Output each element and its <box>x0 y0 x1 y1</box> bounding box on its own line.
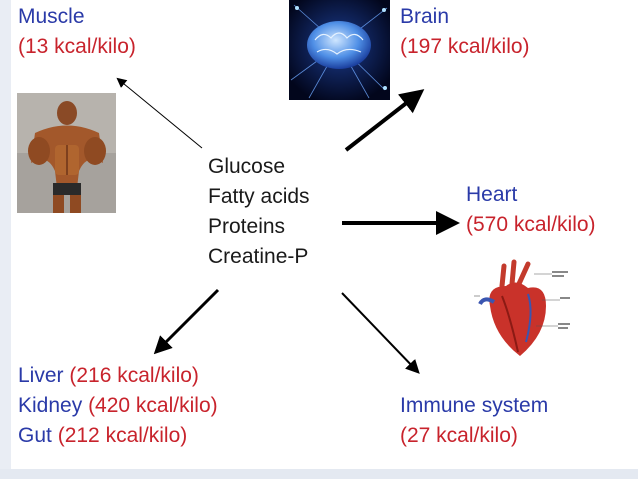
substrate-proteins: Proteins <box>208 215 286 238</box>
brain-image <box>289 0 390 100</box>
substrate-creatine-p: Creatine-P <box>208 245 309 268</box>
heart-rate: (570 kcal/kilo) <box>466 213 596 236</box>
muscle-name: Muscle <box>18 5 85 28</box>
substrate-fatty-acids: Fatty acids <box>208 185 310 208</box>
brain-rate: (197 kcal/kilo) <box>400 35 530 58</box>
arrow-to-muscle <box>116 77 203 149</box>
immune-rate: (27 kcal/kilo) <box>400 424 518 447</box>
slide-side-strip <box>0 0 11 479</box>
heart-name: Heart <box>466 183 518 206</box>
arrow-to-immune <box>341 292 420 374</box>
heart-image <box>472 256 572 368</box>
substrate-glucose: Glucose <box>208 155 286 178</box>
immune-name: Immune system <box>400 394 549 417</box>
arrow-to-brain <box>344 89 425 152</box>
kidney-name: Kidney <box>18 394 83 417</box>
liver-name: Liver <box>18 364 64 387</box>
organ-row-liver: Liver (216 kcal/kilo) <box>18 361 199 390</box>
kidney-rate: (420 kcal/kilo) <box>88 394 218 417</box>
gut-rate: (212 kcal/kilo) <box>57 424 188 447</box>
arrow-to-liver-kidney-gut <box>153 288 220 355</box>
organ-row-kidney: Kidney (420 kcal/kilo) <box>18 391 218 420</box>
muscle-image <box>17 93 116 213</box>
brain-name: Brain <box>400 5 450 28</box>
muscle-rate: (13 kcal/kilo) <box>18 35 136 58</box>
liver-rate: (216 kcal/kilo) <box>69 364 199 387</box>
gut-name: Gut <box>18 424 52 447</box>
organ-row-gut: Gut (212 kcal/kilo) <box>18 421 187 450</box>
slide-bottom-strip <box>0 469 638 479</box>
